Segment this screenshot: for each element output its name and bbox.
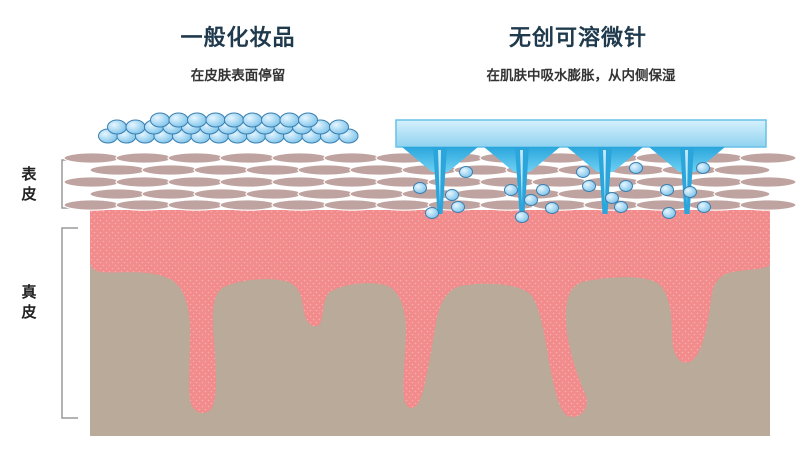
left-panel-subtitle: 在皮肤表面停留 — [190, 68, 286, 84]
moisture-droplet-icon — [445, 189, 459, 201]
epidermis-cell — [297, 188, 355, 200]
epidermis-cell — [635, 199, 693, 211]
epidermis-cell — [63, 176, 121, 188]
moisture-droplet-icon — [515, 211, 529, 223]
epidermis-cell — [219, 176, 277, 188]
epidermis-cell — [219, 199, 277, 211]
dermis-layer — [90, 210, 770, 417]
epidermis-cell — [141, 188, 199, 200]
epidermis-cell — [297, 164, 355, 176]
epidermis-cell — [739, 176, 797, 188]
epidermis-cell — [193, 188, 251, 200]
moisture-droplets — [413, 162, 711, 223]
cosmetic-bead-icon — [205, 112, 226, 128]
moisture-droplet-icon — [545, 202, 559, 214]
moisture-droplet-icon — [582, 180, 596, 192]
epidermis-cell — [89, 188, 147, 200]
epidermis-cell — [193, 164, 251, 176]
microneedle-patch — [395, 119, 767, 148]
epidermis-cell — [323, 176, 381, 188]
epidermis-cell — [713, 188, 771, 200]
epidermis-cell — [167, 176, 225, 188]
cosmetic-bead-icon — [242, 112, 263, 128]
epidermis-cell — [245, 188, 303, 200]
microneedle-icon — [402, 147, 478, 214]
moisture-droplet-icon — [504, 184, 518, 196]
epidermis-cell — [63, 199, 121, 211]
cosmetic-bead-icon — [329, 119, 349, 135]
moisture-droplet-icon — [425, 207, 439, 219]
epidermis-cell — [271, 176, 329, 188]
right-panel-subtitle: 在肌肤中吸水膨胀，从内侧保湿 — [486, 68, 676, 84]
cosmetic-bead-icon — [125, 119, 146, 135]
moisture-droplet-icon — [413, 182, 427, 194]
epidermis-cell — [323, 199, 381, 211]
epidermis-cell — [687, 176, 745, 188]
epidermis-label: 表皮 — [21, 165, 37, 203]
moisture-droplet-icon — [629, 162, 643, 174]
epidermis-cell — [687, 199, 745, 211]
cosmetic-bead-icon — [168, 112, 189, 128]
cosmetic-bead-icon — [150, 112, 170, 128]
epidermis-cell — [453, 188, 511, 200]
epidermis-cell — [739, 199, 797, 211]
epidermis-cell — [63, 152, 121, 164]
epidermis-cell — [531, 199, 589, 211]
dermis-bracket — [61, 227, 78, 419]
epidermis-cell — [141, 164, 199, 176]
moisture-droplet-icon — [619, 180, 633, 192]
cosmetic-bead-icon — [279, 112, 300, 128]
moisture-droplet-icon — [696, 162, 710, 174]
cosmetic-bead-icon — [261, 112, 281, 128]
moisture-droplet-icon — [614, 201, 628, 213]
left-panel-title: 一般化妆品 — [180, 26, 296, 51]
epidermis-cell — [271, 152, 329, 164]
epidermis-cell — [115, 176, 173, 188]
epidermis-cell — [89, 164, 147, 176]
epidermis-cell — [739, 152, 797, 164]
cosmetic-bead-icon — [107, 119, 127, 135]
epidermis-cell — [167, 152, 225, 164]
cosmetic-bead-icon — [187, 112, 207, 128]
epidermis-cell — [713, 164, 771, 176]
moisture-droplet-icon — [662, 207, 676, 219]
moisture-droplet-icon — [576, 166, 590, 178]
epidermis-cell — [323, 152, 381, 164]
epidermis-cell — [115, 152, 173, 164]
right-panel-title: 无创可溶微针 — [508, 26, 647, 51]
epidermis-cell — [245, 164, 303, 176]
dermis-label: 真皮 — [21, 283, 37, 321]
cosmetic-bead-icon — [224, 112, 244, 128]
epidermis-cell — [349, 188, 407, 200]
cosmetic-beads — [98, 112, 359, 144]
moisture-droplet-icon — [683, 186, 697, 198]
moisture-droplet-icon — [660, 184, 674, 196]
moisture-droplet-icon — [536, 184, 550, 196]
epidermis-cell — [115, 199, 173, 211]
moisture-droplet-icon — [451, 201, 465, 213]
epidermis-cell — [167, 199, 225, 211]
epidermis-cell — [349, 164, 407, 176]
epidermis-cell — [219, 152, 277, 164]
moisture-droplet-icon — [459, 166, 473, 178]
moisture-droplet-icon — [605, 192, 619, 204]
epidermis-cell — [375, 199, 433, 211]
epidermis-cell — [271, 199, 329, 211]
cosmetic-bead-icon — [298, 112, 318, 128]
moisture-droplet-icon — [524, 194, 538, 206]
moisture-droplet-icon — [697, 201, 711, 213]
